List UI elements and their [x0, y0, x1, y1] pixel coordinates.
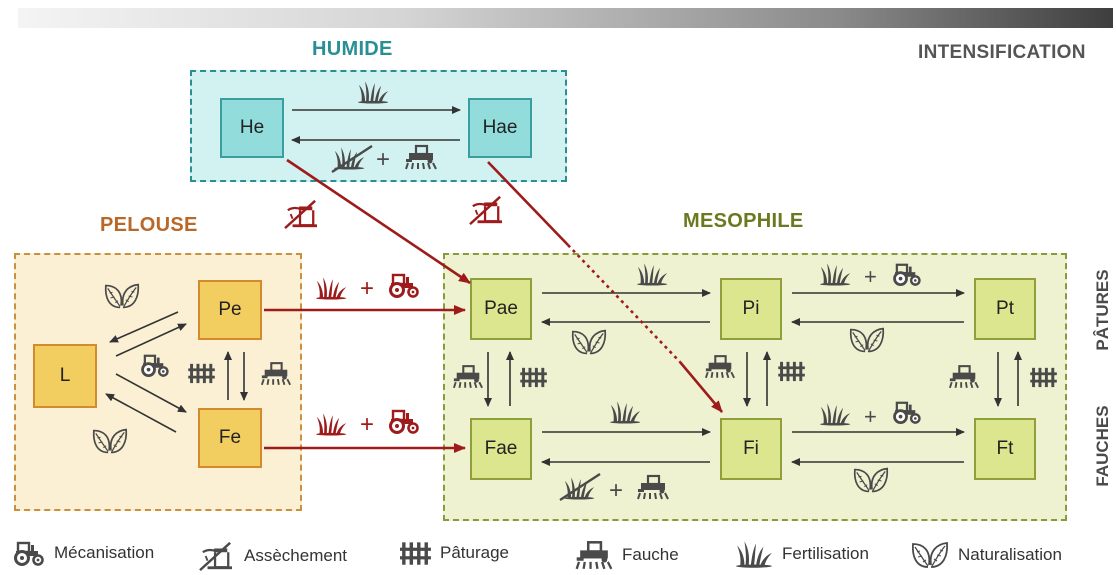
arrow-hae-to-fi-dotted [567, 244, 681, 363]
mower-icon [948, 365, 980, 389]
plus-sign: + [360, 275, 375, 302]
intensification-gradient-bar [18, 8, 1113, 28]
tractor-icon [893, 263, 921, 286]
node-ft: Ft [974, 418, 1036, 480]
legend-label: Mécanisation [54, 543, 155, 562]
leaf-icon [571, 329, 607, 355]
fertilisation-icon [316, 413, 347, 436]
leaf-icon [911, 542, 949, 568]
mower-icon [452, 365, 484, 389]
plus-sign: + [864, 404, 877, 429]
crossed-line [331, 144, 373, 174]
intensification-title: INTENSIFICATION [918, 42, 1086, 63]
leaf-icon [849, 327, 885, 353]
node-pt: Pt [974, 278, 1036, 340]
patures-side-label: PÂTURES [1093, 269, 1112, 351]
arrow-l-to-fe [115, 373, 187, 413]
fauches-side-label: FAUCHES [1093, 405, 1112, 487]
tractor-icon [893, 401, 921, 424]
drainage-icon [468, 195, 504, 226]
legend-label: Fauche [622, 545, 679, 564]
drainage-icon [198, 541, 234, 572]
node-l: L [33, 344, 97, 408]
fertilisation-crossed-icon [334, 147, 365, 170]
arrow-he-to-pae [286, 158, 471, 285]
node-fae: Fae [470, 418, 532, 480]
legend-item-naturalisation: Naturalisation [910, 540, 1062, 570]
arrow-hae-to-fi [487, 161, 569, 246]
fence-icon [400, 542, 431, 565]
legend-label: Pâturage [440, 543, 509, 562]
fertilisation-icon [316, 277, 347, 300]
plus-sign: + [376, 146, 391, 173]
node-he: He [220, 98, 284, 158]
mower-icon [404, 144, 438, 170]
node-pe: Pe [198, 280, 262, 340]
legend-item-fauche: Fauche [574, 540, 679, 570]
leaf-icon [92, 428, 128, 454]
fertilisation-icon [610, 401, 641, 424]
node-fi: Fi [720, 418, 782, 480]
tractor-icon [389, 273, 419, 298]
node-hae: Hae [468, 98, 532, 158]
pelouse-heading: PELOUSE [100, 214, 198, 236]
fertilisation-icon [820, 263, 851, 286]
fence-icon [188, 363, 215, 384]
legend-item-assechement: Assèchement [196, 540, 347, 572]
legend-label: Fertilisation [782, 544, 869, 563]
fertilisation-icon [820, 403, 851, 426]
legend-label: Assèchement [244, 546, 347, 565]
legend-item-fertilisation: Fertilisation [736, 540, 869, 568]
fertilisation-icon [637, 263, 668, 286]
plus-sign: + [360, 411, 375, 438]
fence-icon [520, 367, 547, 388]
arrow-l-to-pe [115, 323, 187, 357]
drainage-icon [283, 199, 319, 230]
legend-item-paturage: Pâturage [400, 540, 509, 566]
crossed-line [559, 472, 601, 502]
legend-item-mecanisation: Mécanisation [12, 540, 154, 566]
arrow-pe-to-l [109, 311, 179, 343]
node-pae: Pae [470, 278, 532, 340]
fence-icon [1030, 367, 1057, 388]
legend-label: Naturalisation [958, 545, 1062, 564]
grass-icon [736, 541, 772, 568]
mower-icon [636, 474, 670, 500]
plus-sign: + [609, 477, 624, 504]
humide-heading: HUMIDE [312, 38, 393, 60]
fertilisation-icon [358, 81, 389, 104]
arrow-fe-to-l [105, 393, 177, 433]
node-pi: Pi [720, 278, 782, 340]
node-fe: Fe [198, 408, 262, 468]
leaf-icon [104, 283, 140, 309]
plus-sign: + [864, 264, 877, 289]
arrow-hae-to-fi-end [679, 361, 723, 413]
fence-icon [778, 361, 805, 382]
mesophile-heading: MESOPHILE [683, 210, 804, 232]
tractor-icon [389, 409, 419, 434]
mower-icon [575, 541, 613, 570]
tractor-icon [141, 354, 169, 377]
mower-icon [704, 355, 736, 379]
tractor-icon [13, 541, 45, 566]
leaf-icon [853, 467, 889, 493]
mower-icon [260, 362, 292, 386]
